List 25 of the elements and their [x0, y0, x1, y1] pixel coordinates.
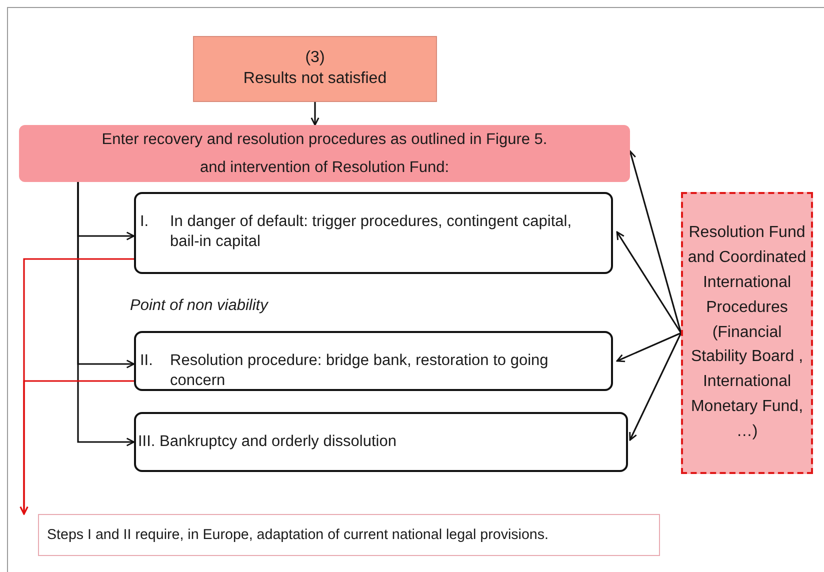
annotation-text: Point of non viability: [130, 297, 268, 315]
step-box: [134, 331, 613, 391]
step-box: [134, 412, 628, 472]
institutions-box: [681, 192, 813, 474]
procedure-banner: [19, 125, 630, 182]
step-text: Resolution procedure: bridge bank, restoration to going concern: [170, 351, 550, 392]
step-box: [134, 192, 613, 274]
note-text: Steps I and II require, in Europe, adaptation of current national legal provisions.: [47, 526, 548, 544]
arrow: [77, 182, 135, 446]
arrow: [310, 102, 320, 126]
arrow: [629, 332, 682, 441]
result-text: Results not satisfied: [243, 69, 387, 89]
list-marker: II.: [140, 351, 154, 371]
arrow: [616, 332, 682, 362]
step-text: III. Bankruptcy and orderly dissolution: [138, 432, 396, 452]
result-box: [193, 36, 437, 102]
arrow: [616, 231, 682, 334]
procedure-text: Enter recovery and resolution procedures as outlined in Figure 5. and intervention of Resolution Fund:: [100, 130, 548, 178]
list-marker: I.: [140, 212, 150, 232]
institutions-text: Resolution Fund and Coordinated International Procedures (Financial Stability Board , International Monetary Fund, …): [687, 223, 807, 442]
arrow: [20, 380, 134, 515]
arrow: [628, 150, 682, 334]
step-number: (3): [305, 48, 325, 68]
note-box: [38, 514, 660, 556]
step-text: In danger of default: trigger procedures, contingent capital, bail-in capital: [170, 212, 573, 252]
